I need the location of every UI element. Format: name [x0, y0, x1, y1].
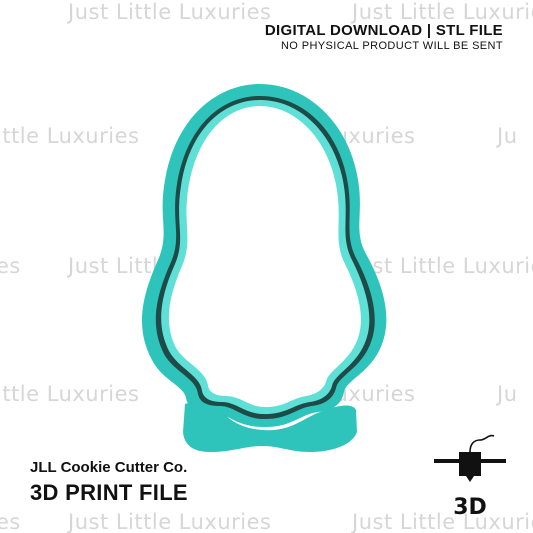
watermark-text: ittle Luxuries: [0, 382, 140, 406]
header-title: DIGITAL DOWNLOAD | STL FILE: [264, 22, 503, 39]
watermark-text: Just Little Luxuries: [352, 254, 533, 278]
watermark-text: Just Little Luxuries: [352, 0, 533, 24]
watermark-text: Just Little Luxuries: [68, 0, 272, 24]
watermark-text: Ju: [497, 382, 518, 406]
watermark-text: Just Little Luxuries: [352, 510, 533, 533]
cutter-base-flange: [183, 402, 357, 452]
3d-printer-icon: 3D: [434, 434, 506, 520]
watermark-text: es: [0, 254, 21, 278]
watermark-text: Ju: [497, 124, 518, 148]
3d-badge-text: 3D: [453, 495, 487, 520]
watermark-text: Just Little Luxuries: [68, 510, 272, 533]
company-name: JLL Cookie Cutter Co.: [30, 459, 188, 476]
file-type-label: 3D PRINT FILE: [30, 480, 188, 505]
watermark-text: es: [0, 510, 21, 533]
cutter-interior: [168, 106, 361, 408]
header-subtitle: NO PHYSICAL PRODUCT WILL BE SENT: [280, 40, 503, 52]
watermark-text: ittle Luxuries: [0, 124, 140, 148]
